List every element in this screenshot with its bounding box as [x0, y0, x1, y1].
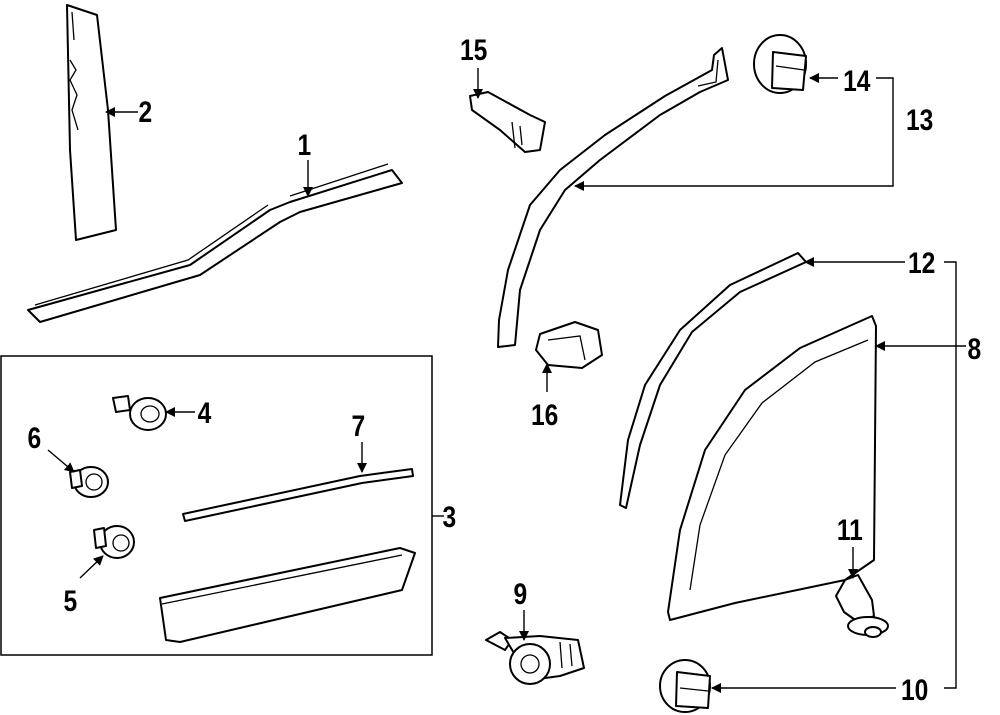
callout-number-14: 14	[843, 64, 871, 98]
callout-6: 6	[28, 421, 75, 473]
callout-4: 4	[165, 396, 212, 430]
grommet-part-14	[753, 34, 807, 94]
clip-part-16	[535, 321, 603, 369]
callout-7: 7	[352, 409, 367, 473]
bracket-part-15	[469, 91, 546, 153]
door-trim-part-8	[667, 315, 877, 621]
callout-number-12: 12	[908, 246, 935, 280]
clip-part-4	[112, 395, 167, 431]
callout-16: 16	[531, 363, 558, 432]
callout-number-8: 8	[968, 332, 982, 366]
callout-number-9: 9	[514, 577, 528, 611]
callout-14: 14	[809, 64, 871, 98]
callout-number-13: 13	[906, 103, 933, 137]
clip-part-5	[93, 525, 135, 559]
callout-number-10: 10	[901, 673, 928, 707]
callout-number-7: 7	[352, 409, 366, 443]
callout-15: 15	[460, 33, 487, 99]
callout-3: 3	[432, 500, 456, 534]
clip-part-6	[69, 466, 109, 498]
grommet-part-10	[659, 659, 711, 713]
callout-number-15: 15	[460, 33, 487, 67]
callout-number-2: 2	[139, 95, 153, 129]
door-molding-kit-3	[159, 547, 416, 643]
callout-13: 13	[574, 77, 933, 191]
callout-number-1: 1	[298, 128, 312, 162]
pillar-molding-part-2	[66, 4, 117, 241]
callout-2: 2	[105, 95, 153, 129]
callout-number-5: 5	[64, 584, 78, 618]
callout-5: 5	[64, 555, 104, 618]
kit-box-part-3	[0, 355, 433, 656]
callout-number-11: 11	[837, 513, 863, 547]
callout-number-6: 6	[28, 421, 42, 455]
push-clip-part-11	[835, 574, 889, 638]
molding-strip-part-7	[182, 468, 414, 522]
front-pillar-molding-part-13	[497, 47, 729, 348]
callout-10: 10	[711, 673, 928, 707]
callout-11: 11	[837, 513, 863, 579]
callout-number-4: 4	[198, 396, 212, 430]
callout-1: 1	[298, 128, 313, 197]
callout-number-3: 3	[443, 500, 457, 534]
callout-8: 8	[875, 261, 982, 689]
callout-9: 9	[514, 577, 529, 641]
callout-number-16: 16	[531, 398, 558, 432]
callout-12: 12	[804, 246, 935, 280]
connector-part-9	[485, 631, 585, 685]
